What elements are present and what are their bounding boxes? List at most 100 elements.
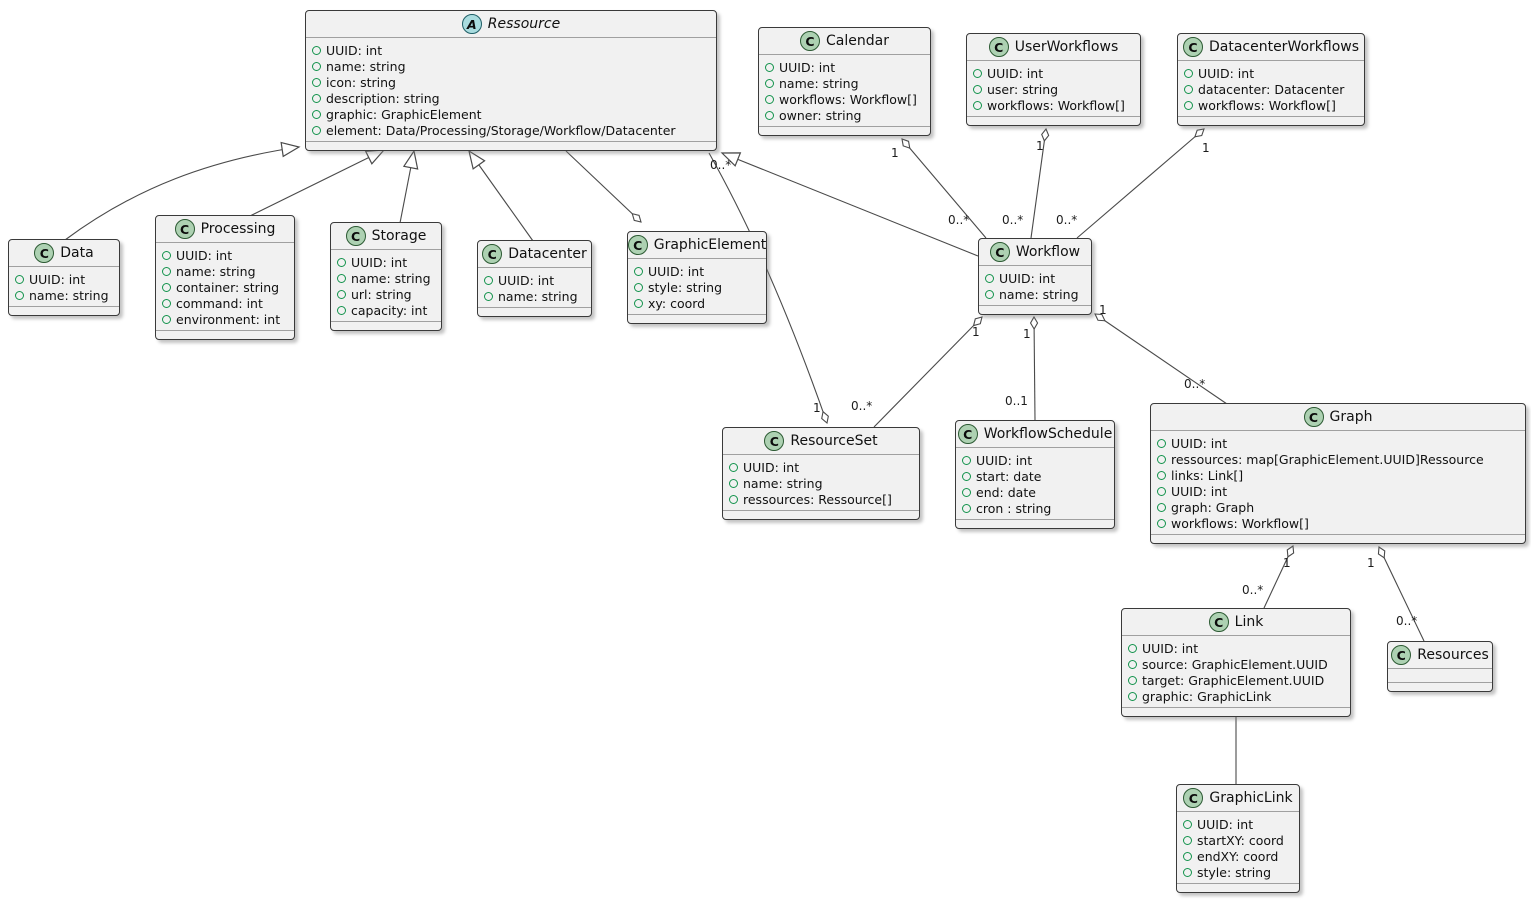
field-visibility-icon bbox=[1183, 851, 1192, 861]
edge-workflow-has-schedule bbox=[1029, 315, 1039, 421]
class-icon: C bbox=[988, 37, 1009, 57]
fields-compartment bbox=[1388, 669, 1492, 683]
class-field: graph: Graph bbox=[1157, 499, 1518, 515]
class-icon: C bbox=[34, 243, 55, 263]
class-name: Processing bbox=[200, 221, 276, 237]
field-text: ressources: map[GraphicElement.UUID]Ress… bbox=[1171, 451, 1484, 467]
class-field: capacity: int bbox=[337, 302, 434, 318]
class-field: name: string bbox=[312, 58, 709, 74]
class-field: name: string bbox=[729, 475, 912, 491]
field-visibility-icon bbox=[985, 289, 994, 299]
field-visibility-icon bbox=[337, 305, 346, 315]
class-name: UserWorkflows bbox=[1014, 39, 1119, 55]
methods-compartment bbox=[759, 127, 930, 135]
class-field: endXY: coord bbox=[1183, 848, 1292, 864]
class-field: name: string bbox=[337, 270, 434, 286]
methods-compartment bbox=[967, 117, 1140, 125]
field-text: UUID: int bbox=[176, 247, 233, 263]
class-field: workflows: Workflow[] bbox=[1157, 515, 1518, 531]
field-visibility-icon bbox=[1128, 659, 1137, 669]
class-icon: C bbox=[345, 226, 366, 246]
class-field: description: string bbox=[312, 90, 709, 106]
field-visibility-icon bbox=[1157, 438, 1166, 448]
field-visibility-icon bbox=[337, 257, 346, 267]
class-icon: C bbox=[764, 431, 785, 451]
field-visibility-icon bbox=[312, 77, 321, 87]
class-field: icon: string bbox=[312, 74, 709, 90]
field-text: element: Data/Processing/Storage/Workflo… bbox=[326, 122, 676, 138]
class-field: UUID: int bbox=[985, 270, 1084, 286]
class-field: style: string bbox=[634, 279, 759, 295]
class-icon: C bbox=[1183, 788, 1204, 808]
field-text: UUID: int bbox=[743, 459, 800, 475]
field-visibility-icon bbox=[162, 266, 171, 276]
class-field: start: date bbox=[962, 468, 1107, 484]
field-text: UUID: int bbox=[1198, 65, 1255, 81]
field-text: UUID: int bbox=[1171, 483, 1228, 499]
field-text: UUID: int bbox=[351, 254, 408, 270]
edge-userworkflows-has-workflows bbox=[1030, 127, 1050, 239]
field-visibility-icon bbox=[162, 282, 171, 292]
field-visibility-icon bbox=[962, 503, 971, 513]
field-text: style: string bbox=[648, 279, 723, 295]
field-visibility-icon bbox=[1183, 867, 1192, 877]
field-text: end: date bbox=[976, 484, 1036, 500]
field-visibility-icon bbox=[162, 314, 171, 324]
field-text: environment: int bbox=[176, 311, 281, 327]
class-field: ressources: map[GraphicElement.UUID]Ress… bbox=[1157, 451, 1518, 467]
methods-compartment bbox=[1122, 708, 1350, 716]
field-visibility-icon bbox=[1183, 819, 1192, 829]
class-field: container: string bbox=[162, 279, 287, 295]
field-text: name: string bbox=[498, 288, 578, 304]
field-visibility-icon bbox=[1183, 835, 1192, 845]
field-text: url: string bbox=[351, 286, 412, 302]
class-field: command: int bbox=[162, 295, 287, 311]
field-text: endXY: coord bbox=[1197, 848, 1279, 864]
field-text: source: GraphicElement.UUID bbox=[1142, 656, 1328, 672]
field-text: UUID: int bbox=[1171, 435, 1228, 451]
class-field: style: string bbox=[1183, 864, 1292, 880]
edge-datacenter-extends-ressource bbox=[468, 149, 534, 242]
class-field: element: Data/Processing/Storage/Workflo… bbox=[312, 122, 709, 138]
class-field: UUID: int bbox=[162, 247, 287, 263]
class-field: cron : string bbox=[962, 500, 1107, 516]
class-icon: C bbox=[1303, 407, 1324, 427]
field-visibility-icon bbox=[312, 61, 321, 71]
class-field: graphic: GraphicLink bbox=[1128, 688, 1343, 704]
field-text: name: string bbox=[351, 270, 431, 286]
class-name: GraphicLink bbox=[1209, 790, 1293, 806]
field-text: xy: coord bbox=[648, 295, 706, 311]
field-visibility-icon bbox=[973, 100, 982, 110]
class-title: C UserWorkflows bbox=[967, 34, 1140, 61]
methods-compartment bbox=[979, 306, 1091, 314]
class-name: Resources bbox=[1417, 647, 1489, 663]
class-field: owner: string bbox=[765, 107, 923, 123]
field-visibility-icon bbox=[985, 273, 994, 283]
field-visibility-icon bbox=[312, 93, 321, 103]
class-field: UUID: int bbox=[1183, 816, 1292, 832]
field-text: UUID: int bbox=[976, 452, 1033, 468]
methods-compartment bbox=[956, 520, 1114, 528]
methods-compartment bbox=[1177, 884, 1299, 892]
methods-compartment bbox=[331, 322, 441, 330]
field-text: icon: string bbox=[326, 74, 396, 90]
field-visibility-icon bbox=[962, 455, 971, 465]
class-field: name: string bbox=[985, 286, 1084, 302]
field-text: workflows: Workflow[] bbox=[1198, 97, 1336, 113]
class-icon: C bbox=[627, 235, 648, 255]
class-icon: C bbox=[1182, 37, 1203, 57]
